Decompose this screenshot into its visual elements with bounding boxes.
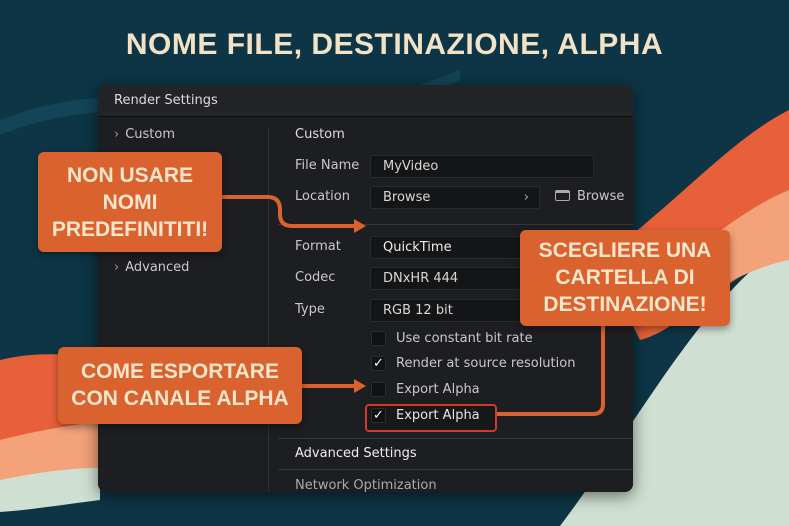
callout-alpha: COME ESPORTARE CON CANALE ALPHA [58,347,302,424]
export-alpha-checked-label: Export Alpha [396,408,480,423]
divider [278,469,633,470]
callout-names: NON USARE NOMI PREDEFINITITI! [38,152,222,252]
codec-label: Codec [295,270,336,285]
file-name-input[interactable]: MyVideo [370,155,594,178]
sidebar-item-advanced[interactable]: ›Advanced [114,260,190,275]
folder-icon [555,190,570,201]
codec-select[interactable]: DNxHR 444 [370,267,540,290]
chevron-right-icon: › [114,260,120,275]
chevron-right-icon: › [114,127,120,142]
location-label: Location [295,189,350,204]
file-name-label: File Name [295,158,360,173]
export-alpha-checkbox[interactable] [371,382,386,397]
format-label: Format [295,239,341,254]
source-resolution-checkbox[interactable]: ✓ [371,356,386,371]
type-label: Type [295,302,325,317]
constant-bitrate-label: Use constant bit rate [396,331,533,346]
location-select[interactable]: Browse› [370,186,540,209]
callout-destination: SCEGLIERE UNA CARTELLA DI DESTINAZIONE! [520,230,730,326]
type-select[interactable]: RGB 12 bit [370,299,540,322]
source-resolution-label: Render at source resolution [396,356,576,371]
format-select[interactable]: QuickTime [370,236,540,259]
sidebar-item-custom[interactable]: ›Custom [114,127,176,142]
export-alpha-label: Export Alpha [396,382,480,397]
chevron-right-icon: › [523,190,529,205]
browse-button[interactable]: Browse [555,189,624,204]
headline: NOME FILE, DESTINAZIONE, ALPHA [125,28,664,61]
export-alpha-highlight [365,404,497,432]
network-optimization[interactable]: Network Optimization [295,478,437,492]
export-alpha-checked-checkbox[interactable]: ✓ [371,408,386,423]
constant-bitrate-checkbox[interactable] [371,331,386,346]
divider [278,224,633,225]
divider [278,438,633,439]
window-title: Render Settings [98,85,633,117]
advanced-settings-header[interactable]: Advanced Settings [295,446,417,461]
section-title: Custom [295,127,345,142]
sidebar-divider [268,128,269,492]
